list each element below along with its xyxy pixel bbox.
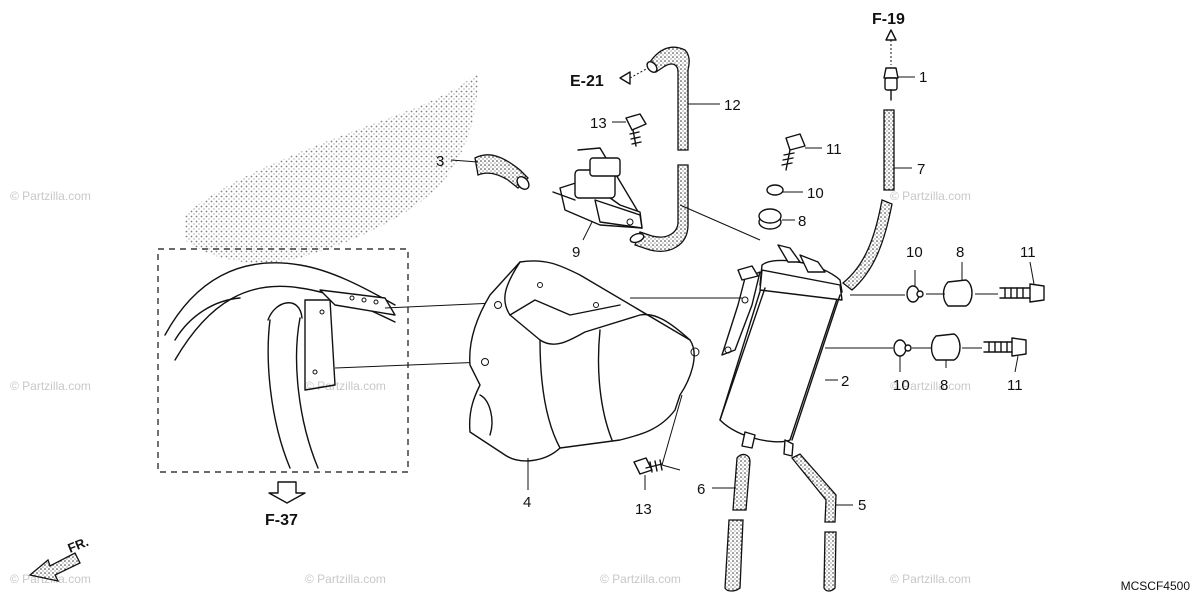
part-label: 4 xyxy=(523,494,531,511)
part-bolt-13-bottom xyxy=(633,457,663,475)
part-grommet-8-top xyxy=(758,208,782,230)
part-label: 1 xyxy=(919,69,927,86)
leader-line xyxy=(679,204,761,241)
part-fitting xyxy=(883,67,899,101)
part-label: 11 xyxy=(1020,244,1036,261)
part-label: 7 xyxy=(917,161,925,178)
left-arrow-icon xyxy=(619,71,631,85)
part-hose-lower-6 xyxy=(724,453,751,592)
part-label: 13 xyxy=(590,115,607,132)
inset-leader xyxy=(334,361,486,369)
part-canister xyxy=(719,244,843,457)
stipple-silhouette xyxy=(185,72,478,263)
watermark: © Partzilla.com xyxy=(890,189,971,203)
ref-e21: E-21 xyxy=(570,73,604,90)
watermark: © Partzilla.com xyxy=(890,379,971,393)
watermark: © Partzilla.com xyxy=(10,379,91,393)
part-label: 5 xyxy=(858,497,866,514)
part-hardware-row1 xyxy=(906,279,1045,307)
part-hardware-row2 xyxy=(893,333,1027,361)
ref-f37: F-37 xyxy=(265,512,298,529)
part-label: 11 xyxy=(826,141,842,158)
front-arrow-icon xyxy=(28,552,81,582)
ref-f19: F-19 xyxy=(872,11,905,28)
leader-line xyxy=(629,67,649,79)
watermark-group: © Partzilla.com © Partzilla.com © Partzi… xyxy=(10,189,971,586)
part-leaders xyxy=(450,76,1035,506)
part-bolt-11-top xyxy=(781,133,806,171)
watermark: © Partzilla.com xyxy=(890,572,971,586)
part-label: 13 xyxy=(635,501,652,518)
down-arrow-icon xyxy=(268,481,306,504)
watermark: © Partzilla.com xyxy=(305,572,386,586)
part-hose-long xyxy=(841,109,895,291)
part-solenoid-valve xyxy=(552,147,643,229)
watermark: © Partzilla.com xyxy=(305,379,386,393)
watermark: © Partzilla.com xyxy=(600,572,681,586)
part-hose-bent xyxy=(629,46,690,252)
ref-fr: FR. xyxy=(66,534,91,556)
frame-tubes xyxy=(164,262,396,469)
part-hose-lower-5 xyxy=(790,453,837,592)
part-label: 8 xyxy=(798,213,806,230)
part-hose-short xyxy=(474,154,530,190)
part-collar-10-top xyxy=(766,184,784,196)
part-label: 8 xyxy=(940,377,948,394)
part-label: 10 xyxy=(807,185,824,202)
part-label: 9 xyxy=(572,244,580,261)
part-label: 12 xyxy=(724,97,741,114)
leader-line xyxy=(661,464,681,471)
part-numbers: 1 2 3 4 5 6 7 8 8 8 9 10 10 10 11 11 11 … xyxy=(436,69,1036,518)
part-label: 2 xyxy=(841,373,849,390)
part-label: 3 xyxy=(436,153,444,170)
part-cover xyxy=(468,260,700,462)
leader-line xyxy=(661,394,683,466)
part-label: 8 xyxy=(956,244,964,261)
part-label: 11 xyxy=(1007,377,1023,394)
frame-inset-box xyxy=(157,248,409,473)
diagram-code: MCSCF4500 xyxy=(1121,579,1191,593)
part-label: 10 xyxy=(906,244,923,261)
part-label: 10 xyxy=(893,377,910,394)
inset-leader xyxy=(384,302,496,309)
watermark: © Partzilla.com xyxy=(10,189,91,203)
part-label: 6 xyxy=(697,481,705,498)
part-bolt-13-top xyxy=(625,113,647,147)
up-arrow-icon xyxy=(885,29,897,41)
